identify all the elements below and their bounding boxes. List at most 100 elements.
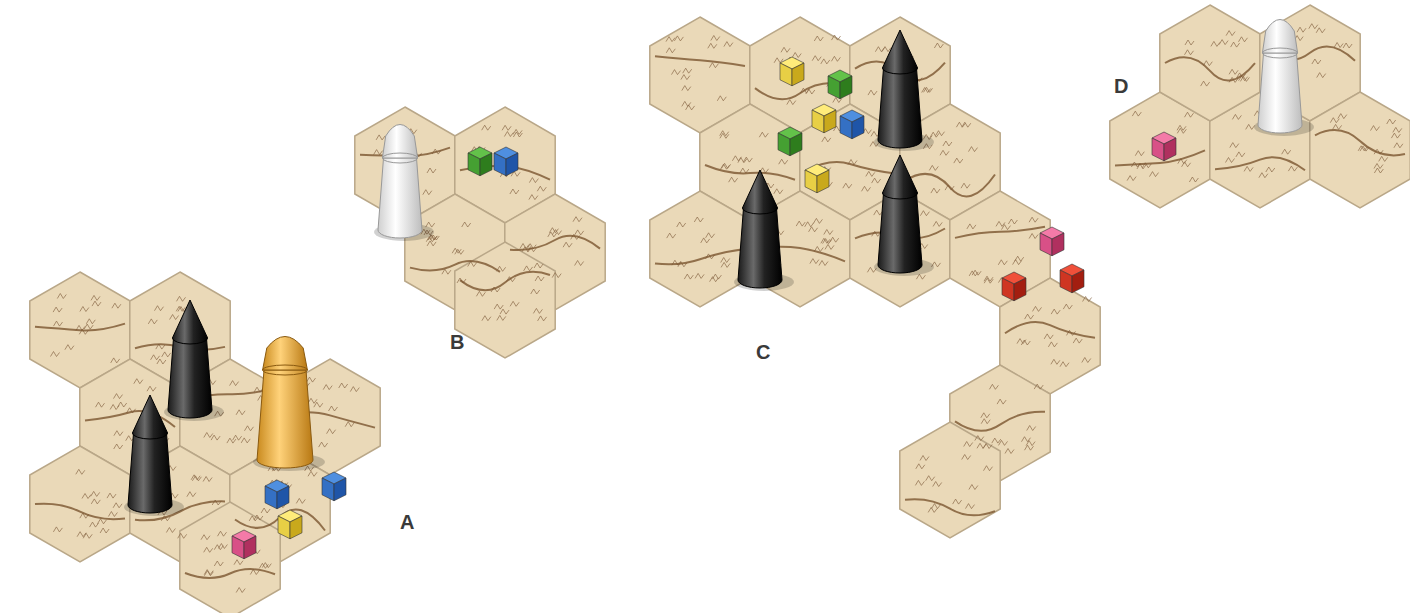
tower-body <box>168 338 212 418</box>
tower-cone <box>882 155 917 199</box>
map-scribble <box>981 413 990 418</box>
cube-piece <box>780 57 804 86</box>
map-scribble <box>924 87 933 92</box>
cube-left <box>232 536 244 559</box>
map-scribble <box>706 233 715 238</box>
map-scribble <box>1338 114 1347 119</box>
map-scribble <box>1226 31 1235 36</box>
map-scribble <box>203 477 212 482</box>
map-scribble <box>920 456 929 461</box>
map-scribble <box>1374 168 1383 173</box>
map-scribble <box>1211 41 1220 46</box>
map-scribble <box>319 442 328 447</box>
map-scribble <box>1044 334 1053 339</box>
map-scribble <box>1189 177 1198 182</box>
map-scribble <box>134 379 143 384</box>
cube-piece <box>232 530 256 559</box>
map-scribble <box>825 244 834 249</box>
map-scribble <box>936 131 945 136</box>
map-scribble <box>1017 339 1026 344</box>
map-scribble <box>227 438 236 443</box>
cube-right <box>1072 270 1084 293</box>
cube-right <box>790 133 802 156</box>
cube-piece <box>778 127 802 156</box>
map-scribble <box>1150 172 1159 177</box>
map-scribble <box>236 588 245 593</box>
map-scribble <box>234 560 243 565</box>
map-scribble <box>214 561 223 566</box>
map-scribble <box>442 269 451 274</box>
map-scribble <box>548 232 557 237</box>
map-scribble <box>1240 76 1249 81</box>
map-scribble <box>1082 358 1091 363</box>
river-line <box>655 249 745 264</box>
map-scribble <box>524 266 533 271</box>
map-scribble <box>76 469 85 474</box>
map-scribble <box>929 165 938 170</box>
tower-body <box>257 370 313 468</box>
map-scribble <box>261 508 270 513</box>
map-scribble <box>151 355 160 360</box>
map-scribble <box>868 90 877 95</box>
map-scribble <box>920 211 929 216</box>
map-scribble <box>350 387 359 392</box>
cube-piece <box>468 147 492 176</box>
map-scribble <box>1391 133 1400 138</box>
map-scribble <box>977 443 986 448</box>
map-scribble <box>732 156 741 161</box>
map-scribble <box>813 218 822 223</box>
map-scribble <box>314 402 323 407</box>
cube-left <box>322 478 334 501</box>
map-scribble <box>327 429 336 434</box>
cube-left <box>780 63 792 86</box>
tile-cluster <box>650 17 1100 538</box>
group-letter: B <box>450 332 464 352</box>
cube-right <box>824 110 836 133</box>
tower-body <box>878 193 922 273</box>
map-scribble <box>1231 42 1240 47</box>
map-scribble <box>374 150 383 155</box>
map-scribble <box>1201 81 1210 86</box>
map-scribble <box>497 266 506 271</box>
map-scribble <box>114 431 123 436</box>
map-scribble <box>110 405 119 410</box>
map-scribble <box>1027 426 1036 431</box>
hex-tile <box>650 191 750 307</box>
map-scribble <box>694 217 703 222</box>
map-scribble <box>1229 69 1238 74</box>
map-scribble <box>674 36 683 41</box>
river-line <box>955 412 1045 431</box>
cube-left <box>1040 233 1052 256</box>
map-scribble <box>943 141 952 146</box>
cube-right <box>792 63 804 86</box>
map-scribble <box>100 528 109 533</box>
cube-right <box>1052 233 1064 256</box>
map-scribble <box>956 122 965 127</box>
map-scribble <box>1022 437 1031 442</box>
map-scribble <box>1051 309 1060 314</box>
map-scribble <box>933 482 942 487</box>
map-scribble <box>1060 362 1069 367</box>
cube-right <box>840 76 852 99</box>
river-line <box>1165 57 1255 80</box>
map-scribble <box>701 238 710 243</box>
map-scribble <box>552 273 561 278</box>
hex-tile <box>900 422 1000 538</box>
cube-piece <box>494 147 518 176</box>
map-scribble <box>717 96 726 101</box>
map-scribble <box>1008 219 1017 224</box>
map-scribble <box>962 455 971 460</box>
map-scribble <box>423 190 432 195</box>
tower-piece <box>124 395 184 516</box>
map-scribble <box>307 377 316 382</box>
cube-left <box>1060 270 1072 293</box>
tile-cluster <box>1110 5 1410 208</box>
map-scribble <box>720 131 729 136</box>
map-scribble <box>57 294 66 299</box>
hex-tile <box>455 242 555 358</box>
cube-right <box>817 170 829 193</box>
map-scribble <box>462 222 471 227</box>
tower-ring <box>263 365 308 375</box>
hex-tile <box>180 502 280 613</box>
tower-piece <box>253 337 325 472</box>
